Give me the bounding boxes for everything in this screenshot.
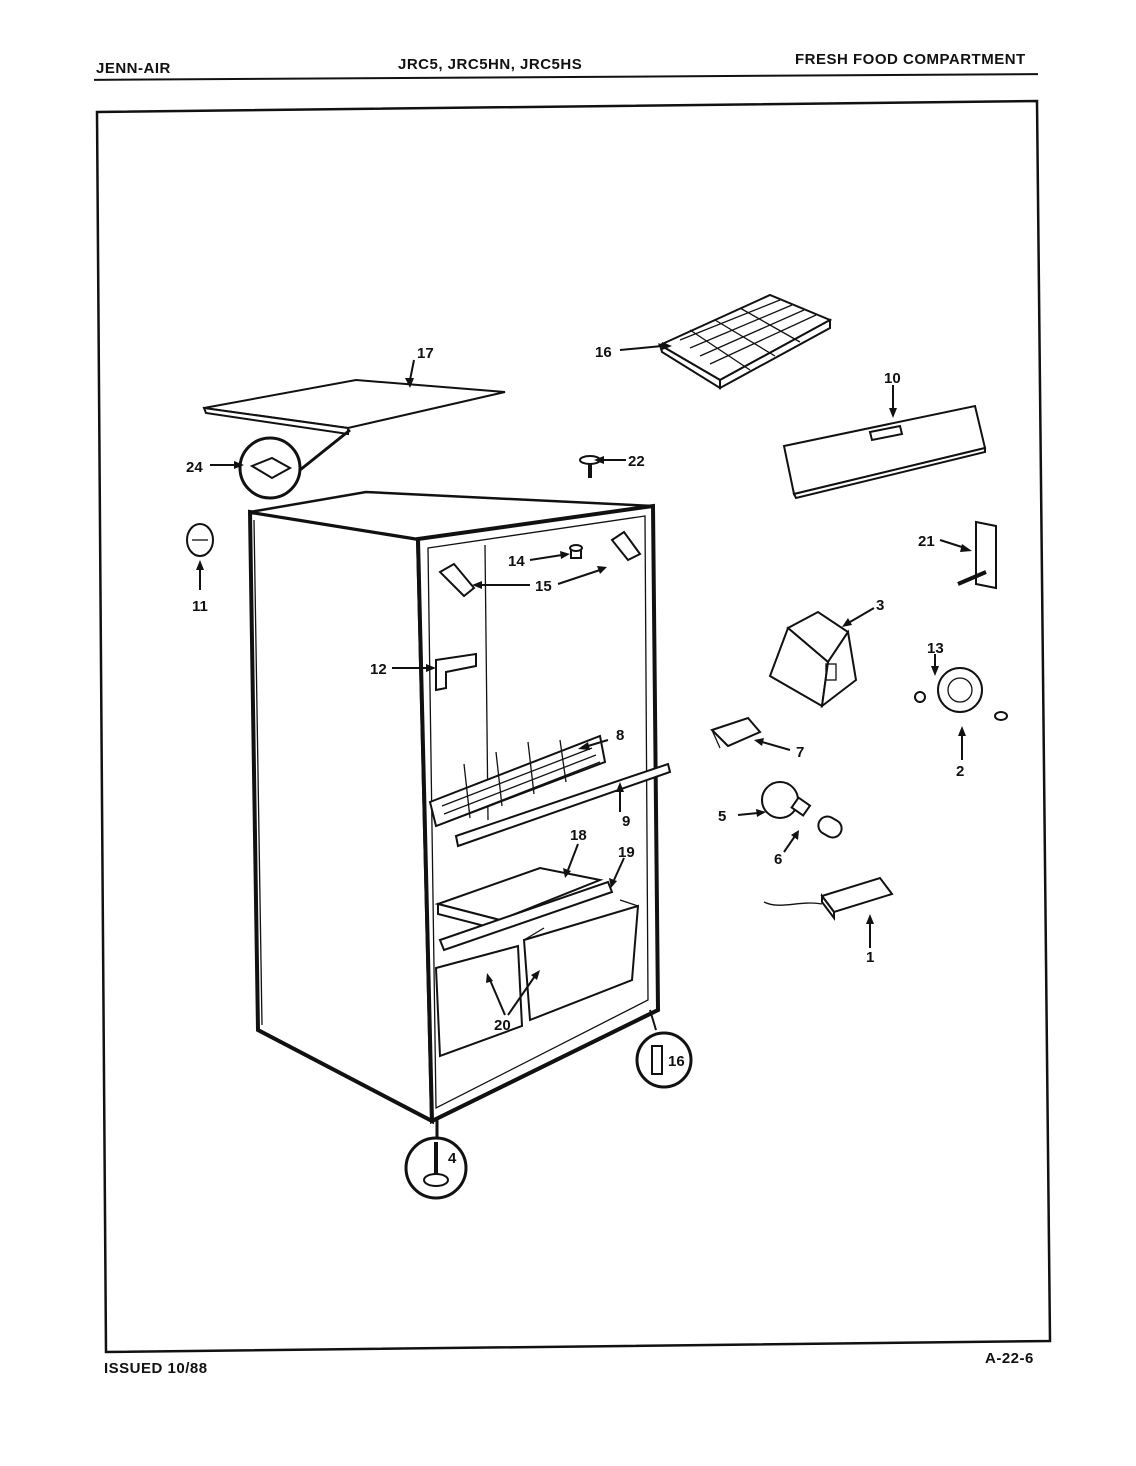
- dairy-door-part: [782, 404, 987, 500]
- screw-part: [569, 544, 583, 559]
- callout-20: 20: [494, 1017, 511, 1034]
- callout-22: 22: [628, 453, 645, 470]
- callout-8: 8: [616, 727, 624, 744]
- callout-4: 4: [448, 1150, 457, 1167]
- callout-24: 24: [186, 459, 203, 476]
- callout-10: 10: [884, 370, 901, 387]
- cover-frame-part: [438, 880, 614, 952]
- callout-3: 3: [876, 597, 884, 614]
- control-housing-part: [768, 610, 858, 709]
- crisper-cover-part: [434, 866, 604, 932]
- page-code: A-22-6: [985, 1350, 1034, 1367]
- detail-circle-4: [404, 1120, 468, 1200]
- shelf-support-part: [438, 530, 642, 598]
- callout-labels: 16 17 24 22 10 11 14 15 12 21 3 13 2 8 7…: [186, 344, 964, 1167]
- callout-14: 14: [508, 553, 525, 570]
- shelf-trim-part: [454, 762, 672, 848]
- egg-tray-part: [657, 293, 833, 390]
- callout-17: 17: [417, 345, 434, 362]
- crisper-drawer-part: [434, 899, 640, 1058]
- callout-2: 2: [956, 763, 964, 780]
- callout-9: 9: [622, 813, 630, 830]
- model-numbers: JRC5, JRC5HN, JRC5HS: [398, 56, 583, 73]
- small-bulb-part: [817, 815, 843, 839]
- cabinet-top-cover-part: [202, 378, 506, 436]
- callout-6: 6: [774, 851, 782, 868]
- knob-cap-part: [186, 523, 214, 557]
- callout-16-detail: 16: [668, 1053, 685, 1070]
- section-title: FRESH FOOD COMPARTMENT: [795, 51, 1026, 68]
- issued-date: ISSUED 10/88: [104, 1360, 208, 1377]
- diagram-frame: [95, 99, 1052, 1354]
- light-socket-part: [763, 876, 894, 921]
- bracket-part: [435, 652, 477, 692]
- callout-13: 13: [927, 640, 944, 657]
- brand-label: JENN-AIR: [96, 60, 171, 77]
- callout-18: 18: [570, 827, 587, 844]
- detail-circle-16: [635, 1009, 693, 1089]
- callout-11: 11: [192, 598, 208, 615]
- callout-5: 5: [718, 808, 726, 825]
- callout-19: 19: [618, 844, 635, 861]
- hinge-part: [957, 520, 997, 590]
- callout-15: 15: [535, 578, 552, 595]
- wire-shelf-part: [428, 734, 607, 828]
- callout-1: 1: [866, 949, 874, 966]
- light-bulb-part: [761, 781, 812, 819]
- control-knob-part: [914, 667, 1008, 721]
- callout-12: 12: [370, 661, 387, 678]
- callout-7: 7: [796, 744, 804, 761]
- switch-part: [710, 716, 762, 749]
- callout-21: 21: [918, 533, 935, 550]
- callout-16: 16: [595, 344, 612, 361]
- detail-circle-24: [238, 428, 351, 500]
- leader-lines: [196, 342, 972, 1016]
